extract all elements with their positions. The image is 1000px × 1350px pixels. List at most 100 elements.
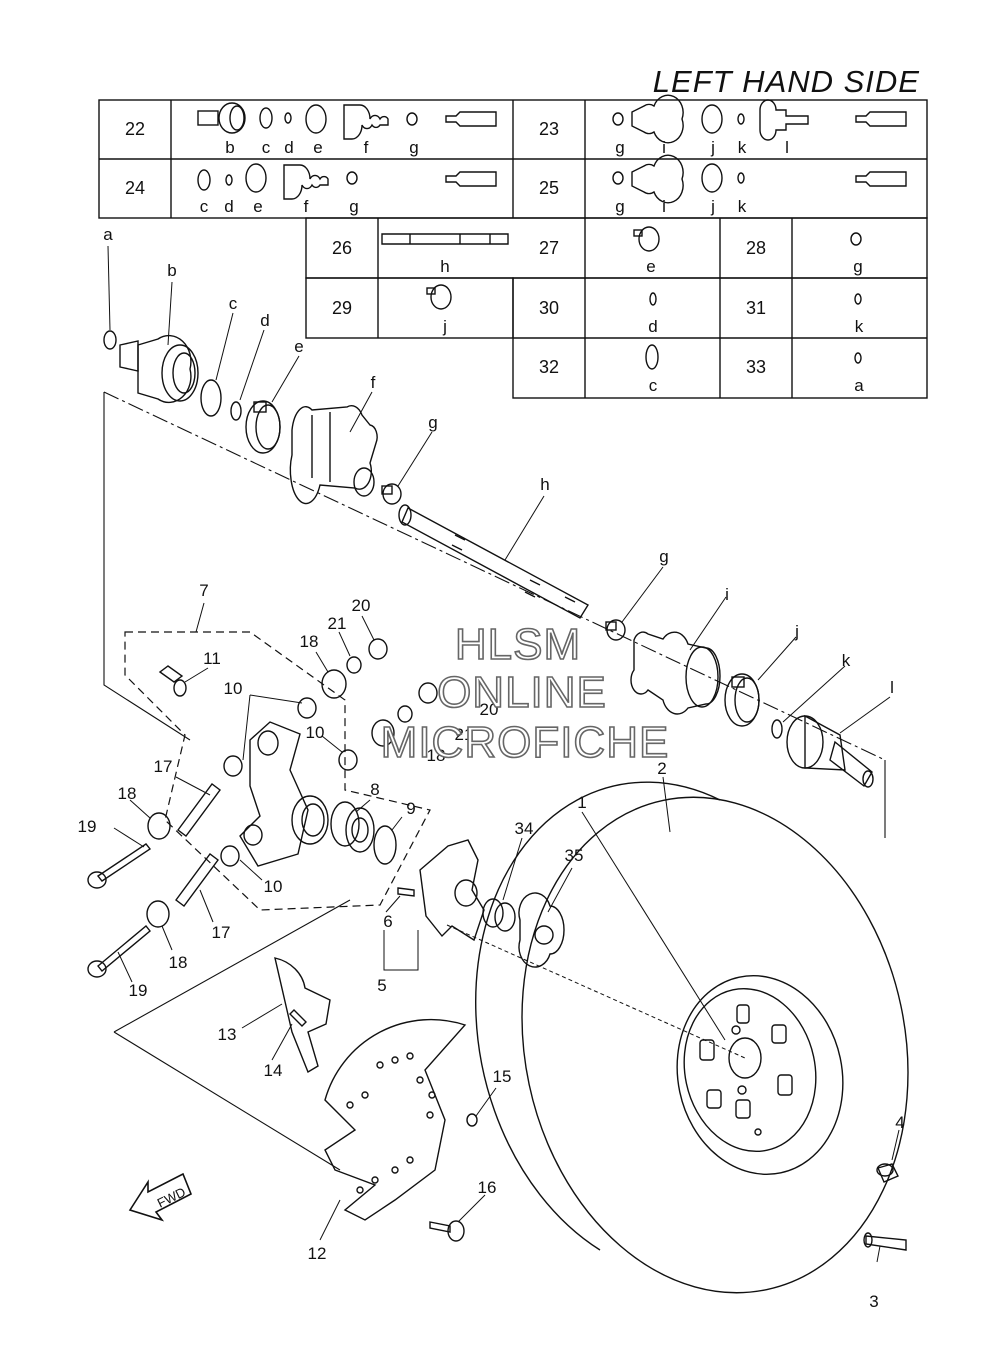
callout-i: i — [725, 585, 729, 604]
callout-19: 19 — [129, 981, 148, 1000]
callout-8: 8 — [370, 780, 379, 799]
callout-11: 11 — [203, 649, 221, 668]
kit-25-letter: j — [710, 197, 715, 216]
callout-13: 13 — [218, 1025, 237, 1044]
watermark-line-2: ONLINE — [437, 668, 607, 717]
kit-22-letter: g — [409, 138, 418, 157]
kit-31-letter: k — [855, 317, 864, 336]
kit-24-letter: e — [253, 197, 262, 216]
callout-j: j — [794, 622, 799, 641]
callout-g: g — [659, 547, 668, 566]
boot-band-g2 — [605, 619, 626, 641]
circlip-k — [771, 719, 783, 739]
boot-band-e — [245, 400, 281, 454]
kit-28-letter: g — [853, 257, 862, 276]
callout-6: 6 — [383, 912, 392, 931]
diagram-title: LEFT HAND SIDE — [652, 64, 920, 99]
kit-23-icons — [612, 94, 907, 144]
dust-boot-i — [630, 631, 721, 715]
kit-23-letter: j — [710, 138, 715, 157]
kit-31-number: 31 — [746, 298, 766, 318]
callout-16: 16 — [478, 1178, 497, 1197]
callout-5: 5 — [377, 976, 386, 995]
wheel-nut-4 — [876, 1163, 899, 1183]
kit-33-number: 33 — [746, 357, 766, 377]
callout-b: b — [167, 261, 176, 280]
kit-25-letter: g — [615, 197, 624, 216]
callout-15: 15 — [493, 1067, 512, 1086]
kit-32-letter: c — [649, 376, 658, 395]
leader-lines — [107, 245, 900, 1263]
steering-knuckle — [239, 721, 329, 867]
bolt-16 — [429, 1220, 465, 1242]
assembly-outline-lines — [103, 391, 886, 1171]
wheel-tire-2 — [475, 781, 909, 1294]
callout-k: k — [842, 651, 851, 670]
kit-25-number: 25 — [539, 178, 559, 198]
callout-a: a — [103, 225, 113, 244]
kit-25-letter: k — [738, 197, 747, 216]
kit-22-letter: f — [364, 138, 369, 157]
kit-27-number: 27 — [539, 238, 559, 258]
callout-10: 10 — [306, 723, 325, 742]
callout-14: 14 — [264, 1061, 283, 1080]
cap-35 — [518, 892, 565, 968]
kit-26-letter: h — [440, 257, 449, 276]
hub-axis-line — [446, 924, 746, 1059]
callout-3: 3 — [869, 1292, 878, 1311]
kit-23-letter: l — [785, 138, 789, 157]
callout-19: 19 — [78, 817, 97, 836]
inner-joint-l — [786, 714, 874, 788]
kit-22-letter: c — [262, 138, 271, 157]
kit-25-icons — [612, 154, 907, 204]
kit-33-letter: a — [854, 376, 864, 395]
callout-10: 10 — [264, 877, 283, 896]
collars-17 — [175, 783, 221, 907]
callout-17: 17 — [154, 757, 173, 776]
circlip-d — [230, 401, 242, 421]
circlip-a — [103, 330, 117, 350]
callout-g: g — [428, 413, 437, 432]
knuckle-assembly-dashed-box — [124, 631, 431, 911]
kit-30-number: 30 — [539, 298, 559, 318]
kit-24-number: 24 — [125, 178, 145, 198]
grease-nipple-11 — [158, 665, 187, 697]
kit-22-icons — [197, 102, 497, 140]
kit-24-letter: d — [224, 197, 233, 216]
kit-30-letter: d — [648, 317, 657, 336]
kit-27-letter: e — [646, 257, 655, 276]
callout-18: 18 — [300, 632, 319, 651]
callout-35: 35 — [565, 846, 584, 865]
boot-band-j — [724, 673, 760, 727]
outer-joint-b — [119, 334, 199, 404]
callout-d: d — [260, 311, 269, 330]
watermark-line-1: HLSM — [455, 620, 581, 669]
hub-bolt-6 — [397, 887, 415, 897]
collar-34 — [482, 898, 516, 932]
kit-26-number: 26 — [332, 238, 352, 258]
kit-22-number: 22 — [125, 119, 145, 139]
fwd-label: FWD — [155, 1184, 188, 1210]
drive-shaft-h — [398, 504, 589, 619]
kit-22-letter: b — [225, 138, 234, 157]
circlip-c — [200, 379, 222, 417]
kit-29-number: 29 — [332, 298, 352, 318]
washer-15 — [466, 1113, 478, 1127]
callout-f: f — [371, 373, 376, 392]
kit-table-bottom — [305, 217, 928, 399]
kit-24-letter: f — [304, 197, 309, 216]
valve-3 — [863, 1232, 907, 1251]
watermark-line-3: MICROFICHE — [381, 718, 670, 767]
callout-20: 20 — [352, 596, 371, 615]
circlip-9 — [373, 825, 397, 865]
boot-band-g1 — [381, 483, 402, 505]
nuts-20-21 — [346, 638, 438, 723]
callout-34: 34 — [515, 819, 534, 838]
bearing-8 — [330, 801, 375, 853]
kit-28-number: 28 — [746, 238, 766, 258]
callout-12: 12 — [308, 1244, 327, 1263]
callout-labels: a b c d e f g h g i j k l 1 2 3 4 5 6 7 … — [78, 225, 905, 1311]
callout-c: c — [229, 294, 238, 313]
guard-plate-13 — [274, 957, 331, 1074]
